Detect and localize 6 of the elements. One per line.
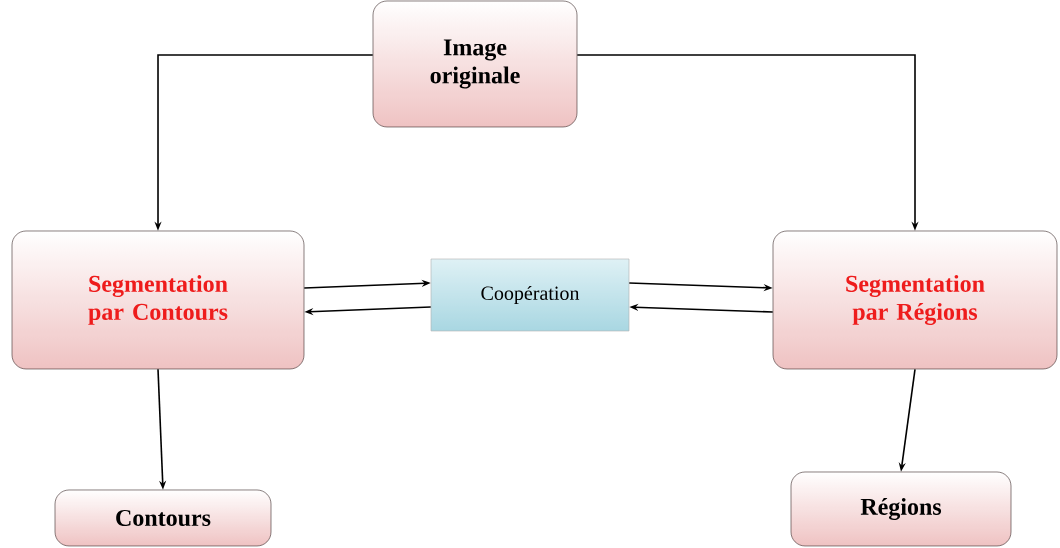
process-box: Coopération [430,258,630,332]
process-box: Segmentation par Contours [11,230,305,370]
process-box: Image originale [372,0,578,128]
process-box: Contours [54,489,272,547]
process-box: Segmentation par Régions [772,230,1058,370]
process-box: Régions [790,471,1012,547]
